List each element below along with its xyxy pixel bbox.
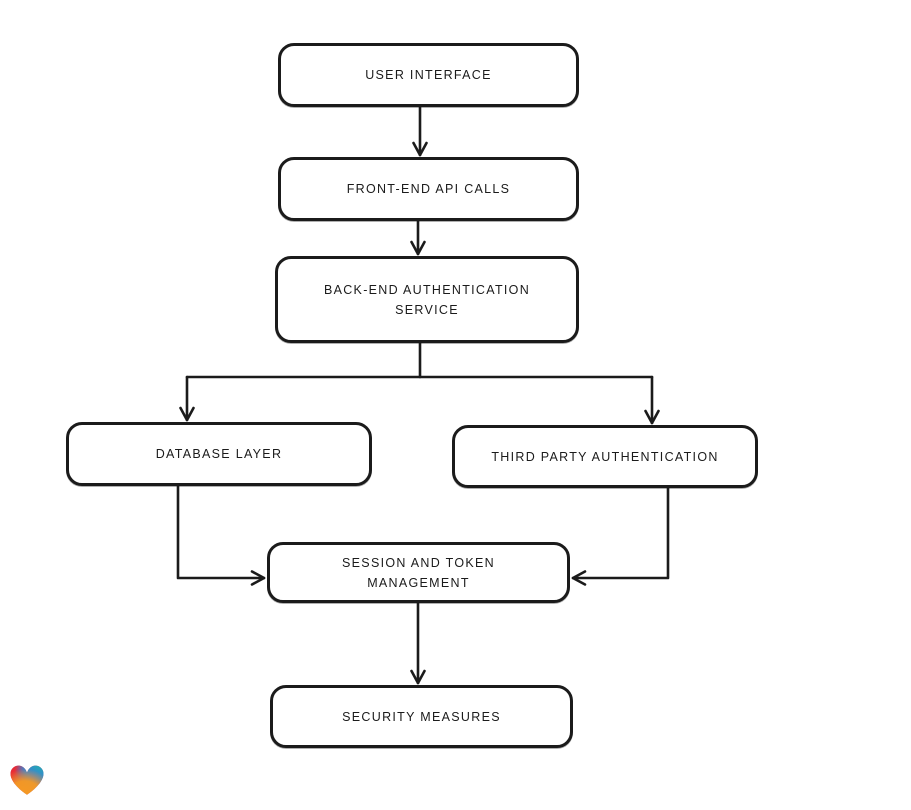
node-label: DATABASE LAYER [155, 447, 283, 461]
edge-database-to-session-management [176, 484, 266, 580]
node-third-party-authentication[interactable]: THIRD PARTY AUTHENTICATION [452, 425, 758, 488]
node-database-layer[interactable]: DATABASE LAYER [66, 422, 372, 486]
node-label: THIRD PARTY AUTHENTICATION [491, 449, 719, 464]
node-session-and-token-management[interactable]: SESSION AND TOKEN MANAGEMENT [267, 542, 570, 603]
node-label: FRONT-END API CALLS [346, 182, 511, 196]
arrowhead-user-interface-to-front-end [412, 141, 428, 157]
node-label: SESSION AND TOKEN MANAGEMENT [342, 555, 495, 590]
arrowhead-split-to-third-party [644, 409, 660, 425]
node-label: USER INTERFACE [365, 68, 492, 82]
arrowhead-database-to-session-management [250, 570, 266, 586]
arrowhead-third-party-to-session-management [571, 570, 587, 586]
arrowhead-split-to-database-layer [179, 406, 195, 422]
node-security-measures[interactable]: SECURITY MEASURES [270, 685, 573, 748]
node-front-end-api-calls[interactable]: FRONT-END API CALLS [278, 157, 579, 221]
heart-shape [10, 765, 44, 795]
arrowhead-front-end-to-back-end [410, 240, 426, 256]
node-label: SECURITY MEASURES [342, 709, 501, 724]
node-user-interface[interactable]: USER INTERFACE [278, 43, 579, 107]
node-label: BACK-END AUTHENTICATION SERVICE [323, 282, 531, 317]
node-back-end-authentication-service[interactable]: BACK-END AUTHENTICATION SERVICE [275, 256, 579, 343]
eraser-heart-logo[interactable] [8, 761, 46, 798]
edge-third-party-to-session-management [571, 486, 670, 580]
arrowhead-session-management-to-security [410, 669, 426, 685]
